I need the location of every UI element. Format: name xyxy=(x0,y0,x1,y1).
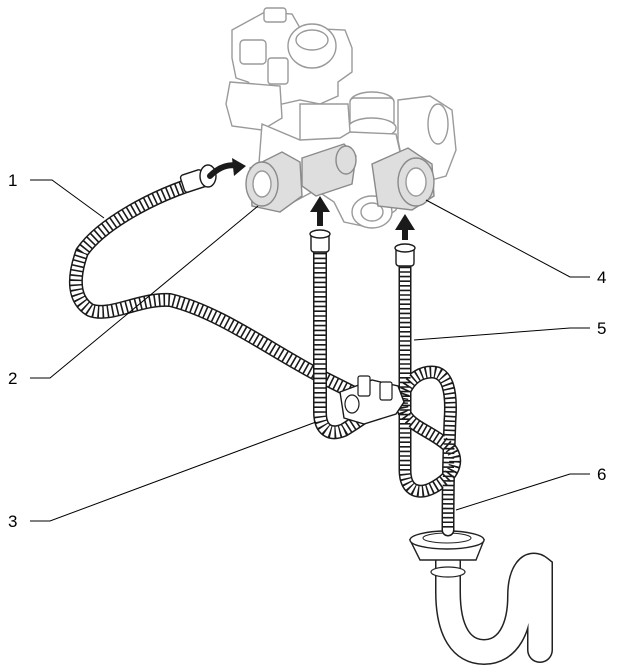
callout-1: 1 xyxy=(8,171,105,219)
drain-hose-5 xyxy=(396,255,462,537)
hose-fitting-right xyxy=(394,243,416,267)
callout-label-5: 5 xyxy=(597,319,606,338)
callout-label-1: 1 xyxy=(8,171,17,190)
siphon-icon xyxy=(408,530,553,666)
hose-fitting-middle xyxy=(309,229,331,253)
valve-block-icon xyxy=(225,7,457,229)
arrow-icon xyxy=(207,158,246,179)
callout-label-4: 4 xyxy=(597,268,606,287)
drain-hose-1 xyxy=(68,173,379,409)
callout-4: 4 xyxy=(425,199,606,287)
hose-fitting-left xyxy=(179,164,217,193)
arrow-icon xyxy=(395,214,415,240)
callout-label-2: 2 xyxy=(8,369,17,388)
callout-label-3: 3 xyxy=(8,512,17,531)
callout-6: 6 xyxy=(455,465,606,511)
callout-2: 2 xyxy=(8,205,259,388)
callout-3: 3 xyxy=(8,421,317,531)
arrow-icon xyxy=(310,196,330,226)
callout-label-6: 6 xyxy=(597,465,606,484)
y-junction xyxy=(339,375,405,425)
callout-5: 5 xyxy=(413,319,606,341)
